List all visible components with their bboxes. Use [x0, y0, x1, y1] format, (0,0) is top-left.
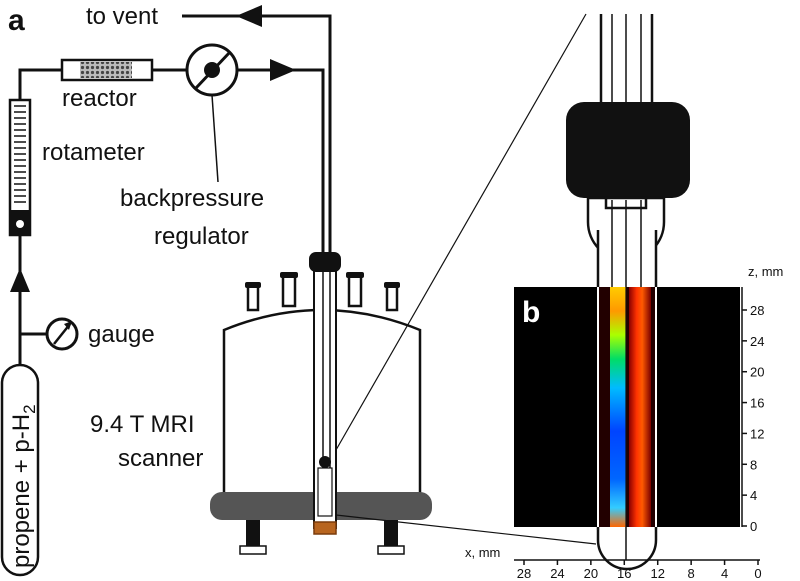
x-tick-label: 12 [650, 566, 664, 581]
zoom-lines [335, 13, 597, 545]
scanner-label-1: 9.4 T MRI [90, 411, 194, 438]
backpressure-label: backpressure [120, 185, 264, 212]
backpressure-regulator-icon [185, 43, 239, 183]
x-tick-label: 20 [584, 566, 598, 581]
z-tick-label: 0 [750, 519, 757, 534]
z-tick-label: 8 [750, 457, 757, 472]
panel-b-label: b [522, 296, 540, 329]
mri-image [514, 287, 740, 527]
feed-cylinder: propene + p-H2 [0, 363, 40, 577]
scanner-label-2: scanner [118, 445, 203, 472]
rotameter-icon [8, 98, 32, 237]
z-tick-label: 20 [750, 365, 764, 380]
zoomed-tube [599, 14, 654, 108]
z-tick-label: 4 [750, 488, 757, 503]
z-axis-label: z, mm [748, 264, 783, 279]
x-tick-label: 16 [617, 566, 631, 581]
panel-a-label: a [8, 4, 25, 37]
z-axis: 28 24 20 16 12 8 4 0 z, mm [741, 264, 783, 534]
x-axis: 28 24 20 16 12 8 4 0 x, mm [465, 545, 762, 581]
reactor-icon [60, 58, 154, 82]
feed-label-main: propene + p-H [8, 414, 35, 568]
probe-tube [309, 252, 341, 535]
rotameter-label: rotameter [42, 139, 145, 166]
feed-label-sub: 2 [20, 404, 39, 413]
gauge-label: gauge [88, 321, 155, 348]
z-tick-label: 28 [750, 303, 764, 318]
regulator-label: regulator [154, 223, 249, 250]
vent-arrow-icon [236, 5, 262, 27]
x-tick-label: 28 [517, 566, 531, 581]
z-tick-label: 12 [750, 426, 764, 441]
x-tick-label: 0 [754, 566, 761, 581]
feed-arrow-icon [10, 268, 30, 292]
x-axis-label: x, mm [465, 545, 500, 560]
z-tick-label: 24 [750, 334, 764, 349]
to-vent-label: to vent [86, 3, 158, 30]
x-tick-label: 8 [688, 566, 695, 581]
z-tick-label: 16 [750, 396, 764, 411]
gauge-icon [45, 317, 79, 351]
reactor-label: reactor [62, 85, 137, 112]
flow-arrow-icon [270, 59, 296, 81]
x-tick-label: 4 [721, 566, 728, 581]
feed-label: propene + p-H2 [8, 404, 39, 568]
x-tick-label: 24 [550, 566, 564, 581]
probe-cap [566, 102, 690, 198]
